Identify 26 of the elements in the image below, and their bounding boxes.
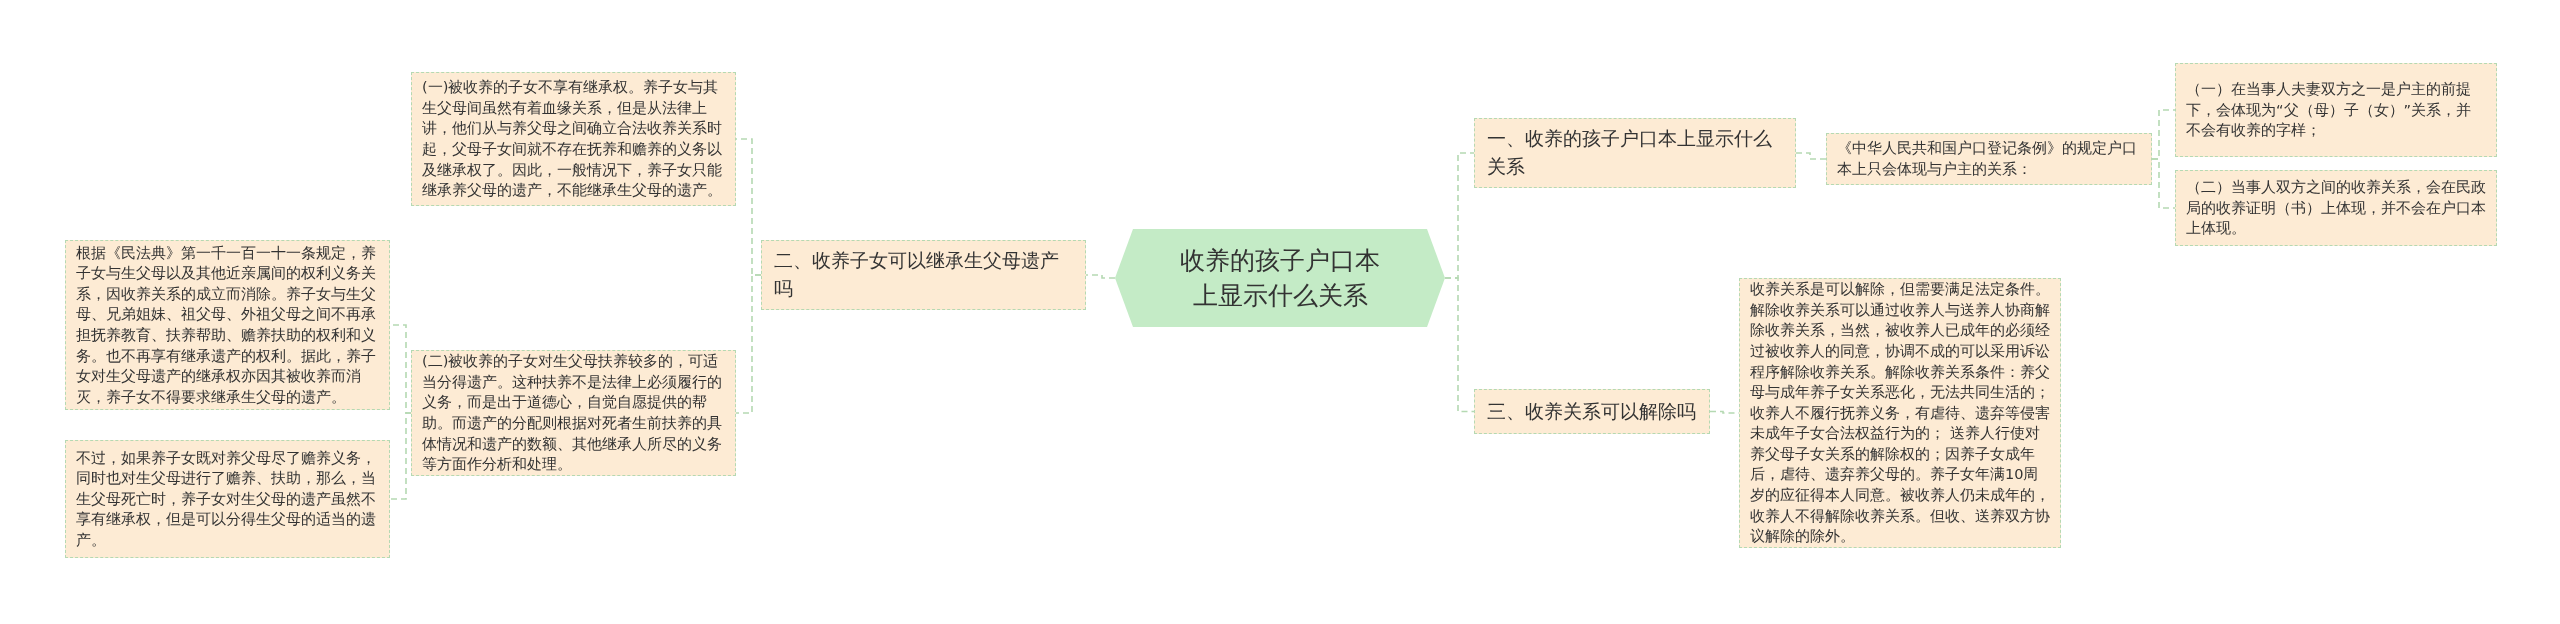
branch-topic-box xyxy=(1474,389,1710,434)
note-text: 收养关系是可以解除，但需要满足法定条件。解除收养关系可以通过收养人与送养人协商解除收养关系，当然，被收养人已成年的必须经过被收养人的同意，协调不成的可以采用诉讼程序解除收养关系。解除收养关系条件：养父母与成年养子女关系恶化，无法共同生活的；收养人不履行抚养义务，有虐待、遗弃等侵害未成年子女合法权益行为的； 送养人行使对养父母子女关系的解除权的；因养子女成年后，虐待、遗弃养父母的。养子女年满10周岁的应征得本人同意。被收养人仍未成年的，收养人不得解除收养关系。但收、送养双方协议解除的除外。 xyxy=(1750,280,2050,547)
note-text: 《中华人民共和国户口登记条例》的规定户口本上只会体现与户主的关系： xyxy=(1837,139,2138,179)
note-text: 根据《民法典》第一千一百一十一条规定，养子女与生父母以及其他近亲属间的权利义务关系，因收养关系的成立而消除。养子女与生父母、兄弟姐妹、祖父母、外祖父母之间不再承担抚养教育、扶养帮助、赡养扶助的权利和义务。也不再享有继承遗产的权利。据此，养子女对生父母遗产的继承权亦因其被收养而消灭，养子女不得要求继承生父母的遗产。 xyxy=(76,243,377,407)
connector-line xyxy=(1085,274,1116,279)
note-text: (一)被收养的子女不享有继承权。养子女与其生父母间虽然有着血缘关系，但是从法律上讲，他们从与养父母之间确立合法收养关系时起，父母子女间就不存在抚养和赡养的义务以及继承权了。因此，一般情况下，养子女只能继承养父母的遗产，不能继承生父母的遗产。 xyxy=(422,78,723,201)
connector-line xyxy=(1444,277,1475,413)
branch-topic-box xyxy=(761,240,1086,310)
note-text: （二）当事人双方之间的收养关系，会在民政局的收养证明（书）上体现，并不会在户口本上体现。 xyxy=(2186,178,2486,239)
note-text: 不过，如果养子女既对养父母尽了赡养义务，同时也对生父母进行了赡养、扶助，那么，当生父母死亡时，养子女对生父母的遗产虽然不享有继承权，但是可以分得生父母的适当的遗产。 xyxy=(76,448,377,550)
connector-line xyxy=(735,274,762,414)
note-box xyxy=(65,440,390,558)
branch-topic-box xyxy=(1474,118,1796,188)
note-text: (二)被收养的子女对生父母扶养较多的，可适当分得遗产。这种扶养不是法律上必须履行的义务，而是出于道德心，自觉自愿提供的帮助。而遗产的分配则根据对死者生前扶养的具体情况和遗产的数额、其他继承人所尽的义务等方面作分析和处理。 xyxy=(422,352,723,475)
note-text: （一）在当事人夫妻双方之一是户主的前提下，会体现为“父（母）子（女）”关系，并不会有收养的字样； xyxy=(2186,80,2473,141)
branch-topic-text: 一、收养的孩子户口本上显示什么关系 xyxy=(1487,126,1773,179)
central-topic-text: 收养的孩子户口本上显示什么关系 xyxy=(1179,245,1381,312)
branch-topic-text: 二、收养子女可以继承生父母遗产吗 xyxy=(774,248,1060,301)
connector-line xyxy=(389,412,412,500)
connector-line xyxy=(1795,152,1827,160)
note-box xyxy=(1826,133,2152,185)
note-box xyxy=(2175,63,2497,157)
central-topic xyxy=(1115,229,1445,327)
branch-topic-text: 三、收养关系可以解除吗 xyxy=(1487,398,1696,424)
note-box xyxy=(2175,170,2497,246)
connector-line xyxy=(2151,158,2176,209)
